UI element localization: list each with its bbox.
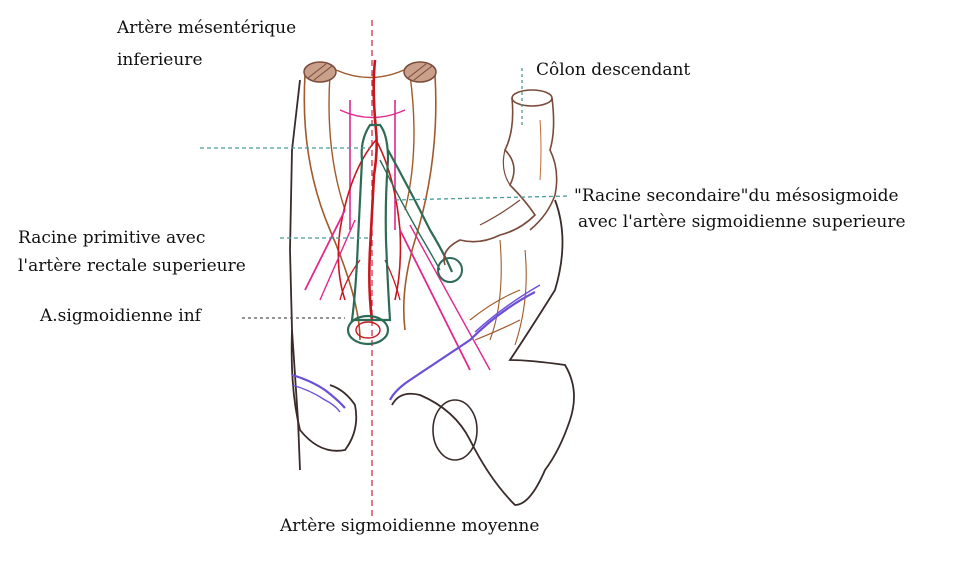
label-sigmoid-inf: A.sigmoidienne inf (40, 306, 201, 326)
label-ima-line1: Artère mésentérique (117, 18, 296, 38)
label-ima-line2: inferieure (117, 50, 203, 70)
left-vertebra-section (304, 62, 336, 82)
left-wall-outline (290, 80, 300, 470)
label-sigmoid-moyenne: Artère sigmoidienne moyenne (280, 516, 539, 536)
obturator-foramen (433, 400, 477, 460)
inferior-mesenteric-artery (369, 60, 376, 320)
leader-secondary-root (395, 196, 570, 200)
right-iliac-bone (392, 200, 574, 505)
left-ureter (292, 375, 345, 408)
label-racine-secondaire-2: avec l'artère sigmoidienne superieure (578, 212, 906, 232)
label-racine-primitive-2: l'artère rectale superieure (18, 256, 246, 276)
right-iliac-vessel (400, 230, 470, 370)
right-vertebra-section (404, 62, 436, 82)
label-racine-secondaire-1: "Racine secondaire"du mésosigmoide (574, 186, 899, 206)
label-racine-primitive-1: Racine primitive avec (18, 228, 205, 248)
left-psoas-outline-2 (329, 75, 345, 210)
descending-colon-opening (512, 90, 552, 106)
right-ureter (390, 292, 535, 400)
label-colon-descendant: Côlon descendant (536, 60, 690, 80)
